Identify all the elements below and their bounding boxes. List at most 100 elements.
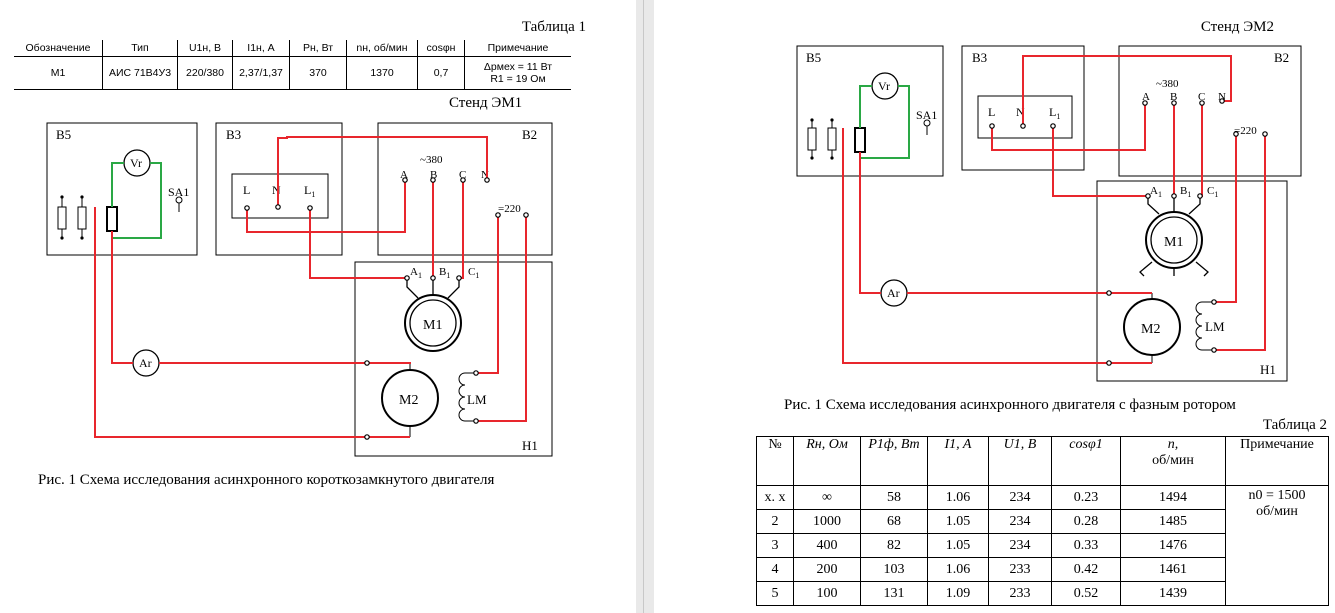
lm-label: LM — [467, 392, 487, 407]
field-winding-lm-icon — [458, 372, 466, 422]
b3-socket-block — [231, 173, 329, 219]
ar-label: Ar — [139, 356, 152, 370]
table2-cell: 234 — [988, 533, 1052, 558]
table2-note-cell: n0 = 1500 об/мин — [1225, 485, 1329, 606]
table2-cell: 0.33 — [1051, 533, 1121, 558]
b3-terminal-l: L — [243, 183, 250, 197]
table1-header: nн, об/мин — [346, 40, 418, 57]
panel-b5-label: В5 — [806, 50, 821, 65]
b3-terminal-n: N — [272, 183, 281, 197]
table1-cell: 2,37/1,37 — [232, 56, 290, 90]
panel-h1 — [354, 261, 553, 457]
table2-cell: 1461 — [1120, 557, 1226, 582]
b3-socket-block — [977, 95, 1073, 139]
table1-cell: 220/380 — [177, 56, 233, 90]
document-page-right: Стенд ЭМ2 В5 В3 В2 Н1 Vr SA1 L N L1 ~380… — [654, 0, 1335, 613]
b2-terminal-n: N — [481, 169, 489, 181]
table2-cell: 0.52 — [1051, 581, 1121, 606]
table1-header: U1н, В — [177, 40, 233, 57]
table-row: 3 400 82 1.05 234 0.33 1476 — [756, 533, 1329, 558]
table2-cell: 2 — [756, 509, 794, 534]
panel-b2 — [1118, 45, 1302, 177]
table-row: х. х ∞ 58 1.06 234 0.23 1494 n0 = 1500 о… — [756, 485, 1329, 606]
motor-m1-label: М1 — [1164, 235, 1183, 250]
panel-b2 — [377, 122, 553, 256]
panel-b3-label: В3 — [972, 50, 987, 65]
table2-header: n,об/мин — [1120, 436, 1226, 486]
panel-b2-label: В2 — [1274, 50, 1289, 65]
panel-b5 — [46, 122, 198, 256]
motor-m2-label: М2 — [1141, 322, 1160, 337]
table2-cell: 234 — [988, 509, 1052, 534]
m1-terminal-c1: C1 — [468, 266, 479, 280]
table2-header: U1, B — [988, 436, 1052, 486]
table2-cell: 103 — [860, 557, 928, 582]
table2-cell: 1.09 — [927, 581, 989, 606]
table2-cell: 1.05 — [927, 509, 989, 534]
table2-cell: 1494 — [1120, 485, 1226, 510]
table2-cell: 233 — [988, 581, 1052, 606]
b2-terminal-a: A — [400, 169, 408, 181]
page-gutter — [636, 0, 654, 613]
motor-m1-label: М1 — [423, 318, 442, 333]
table1-header: Обозначение — [14, 40, 103, 57]
m1-terminal-c1: C1 — [1207, 185, 1218, 199]
field-winding-lm-icon — [1195, 301, 1203, 351]
b2-terminal-b: B — [430, 169, 437, 181]
table2-cell: 82 — [860, 533, 928, 558]
table1-header: Примечание — [464, 40, 571, 57]
table1-header: Рн, Вт — [289, 40, 347, 57]
circuit-diagram-em1: В5 В3 В2 Н1 Vr SA1 L N L1 ~380 A B C N =… — [46, 122, 553, 457]
m1-terminal-b1: B1 — [439, 266, 450, 280]
table1-cell: 370 — [289, 56, 347, 90]
terminal-dots — [244, 177, 529, 440]
table-row: М1 АИС 71В4У3 220/380 2,37/1,37 370 1370… — [14, 56, 571, 90]
table1-note-line: R1 = 19 Ом — [490, 73, 546, 85]
table2-cell: 1485 — [1120, 509, 1226, 534]
red-wires — [94, 136, 527, 438]
b2-voltage-ac: ~380 — [420, 154, 443, 166]
figure1-caption: Рис. 1 Схема исследования асинхронного к… — [38, 472, 495, 488]
table1-cell: М1 — [50, 67, 66, 79]
m1-terminal-b1: B1 — [1180, 185, 1191, 199]
b5-resistors — [807, 120, 866, 158]
b2-voltage-dc: =220 — [1234, 125, 1257, 137]
table2-header: P1ф, Вт — [860, 436, 928, 486]
table2-cell: 58 — [860, 485, 928, 510]
panel-b3-label: В3 — [226, 127, 241, 142]
table2-header: № — [756, 436, 794, 486]
terminal-dots — [989, 98, 1268, 366]
switch-sa1-icon — [923, 119, 931, 135]
panel-b3 — [215, 122, 343, 256]
table2-header: Rн, Ом — [793, 436, 861, 486]
panel-b5 — [796, 45, 944, 177]
table1-cell: 1370 — [346, 56, 418, 90]
table2-cell: 1476 — [1120, 533, 1226, 558]
circuit-diagram-em2: В5 В3 В2 Н1 Vr SA1 L N L1 ~380 A B C N =… — [796, 45, 1302, 382]
b2-terminal-b: B — [1170, 91, 1177, 103]
motor-m2-label: М2 — [399, 393, 418, 408]
table2-cell: 1.06 — [927, 557, 989, 582]
switch-sa1-icon — [175, 196, 183, 212]
table2-cell: 4 — [756, 557, 794, 582]
table1-caption: Таблица 1 — [521, 19, 586, 35]
table-row: 5 100 131 1.09 233 0.52 1439 — [756, 581, 1329, 606]
table1: Обозначение Тип U1н, В I1н, А Рн, Вт nн,… — [14, 40, 571, 90]
table2-note-line: об/мин — [1256, 504, 1298, 519]
table2-cell: 234 — [988, 485, 1052, 510]
table1-header: I1н, А — [232, 40, 290, 57]
table2-cell: 131 — [860, 581, 928, 606]
m1-terminal-a1: A1 — [1150, 185, 1162, 199]
table2-cell: 1439 — [1120, 581, 1226, 606]
m1-terminal-a1: A1 — [410, 266, 422, 280]
table2-cell: 5 — [756, 581, 794, 606]
b2-terminal-a: A — [1142, 91, 1150, 103]
table1-note-line: Δрмех = 11 Вт — [483, 61, 553, 73]
vr-label: Vr — [130, 156, 142, 170]
b2-voltage-ac: ~380 — [1156, 78, 1179, 90]
panel-b5-label: В5 — [56, 127, 71, 142]
document-page-left: Таблица 1 Обозначение Тип U1н, В I1н, А … — [0, 0, 636, 613]
table2-note-line: n0 = 1500 — [1248, 488, 1306, 503]
b5-resistors — [57, 197, 118, 238]
panel-b3 — [961, 45, 1085, 171]
